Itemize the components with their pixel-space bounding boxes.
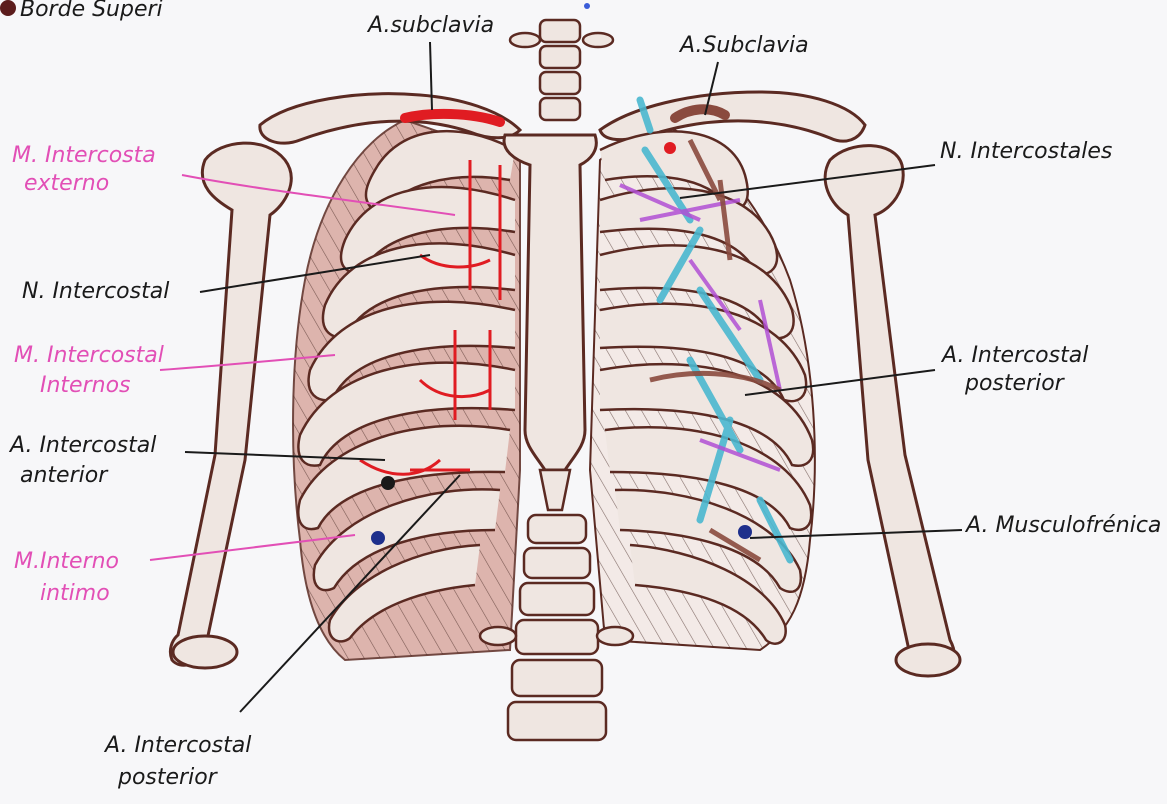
cervical-spine [510,20,613,120]
label-m-interno-intimo-1: M.Interno [14,549,119,574]
label-a-intercostal-posterior-right-2: posterior [964,371,1066,396]
label-a-intercostal-posterior-bottom-1: A. Intercostal [103,733,251,758]
label-a-intercostal-anterior-1: A. Intercostal [8,433,156,458]
label-n-intercostal: N. Intercostal [22,279,169,304]
label-n-intercostales: N. Intercostales [940,139,1112,164]
label-subclavia-left: A.subclavia [366,13,494,38]
right-humerus [825,146,960,676]
label-subclavia-right: A.Subclavia [678,33,809,58]
label-m-interno-intimo-2: intimo [40,581,110,606]
label-m-intercostal-interno-1: M. Intercostal [14,343,164,368]
label-a-musculofrenica: A. Musculofrénica [964,513,1161,538]
label-m-intercostal-interno-2: Internos [40,373,131,398]
right-vein-dot [738,525,752,539]
legend-dot [0,0,16,16]
label-top-left-fragment: Borde Superi [20,0,163,22]
left-vein-dot [371,531,385,545]
label-a-intercostal-posterior-bottom-2: posterior [117,765,219,790]
right-artery-dot [664,142,676,154]
left-artery-dot [381,476,395,490]
top-blue-dot [584,3,590,9]
left-humerus [170,143,291,668]
label-m-intercostal-externo-1: M. Intercosta [12,143,156,168]
label-m-intercostal-externo-2: externo [24,171,109,196]
label-a-intercostal-anterior-2: anterior [20,463,109,488]
label-a-intercostal-posterior-right-1: A. Intercostal [940,343,1088,368]
